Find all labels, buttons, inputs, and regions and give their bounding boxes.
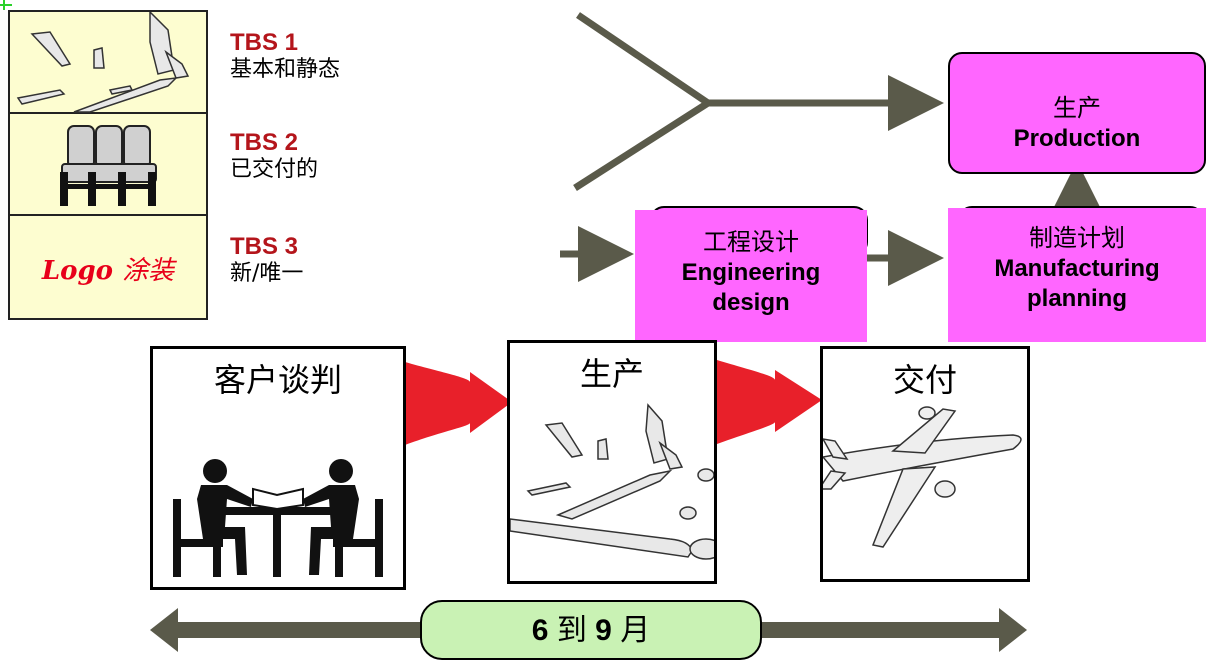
production-en: Production [1013, 125, 1141, 152]
tbs-2-title: TBS 2 [230, 129, 299, 156]
manufacturing-en-line2: planning [1027, 285, 1127, 312]
engineering-cn: 工程设计 [703, 228, 799, 256]
stage-delivery: 交付 [820, 346, 1030, 582]
production-cn: 生产 [1053, 94, 1101, 122]
duration-to: 到 [556, 614, 587, 647]
red-arrow-2 [717, 360, 822, 444]
tbs-3-desc: 新/唯一 [230, 261, 304, 286]
manufacturing-box: 制造计划 Manufacturing planning [948, 208, 1206, 342]
tbs-3-label: TBS 3 新/唯一 [230, 234, 430, 288]
negotiation-icon [173, 459, 383, 577]
seats-icon [60, 125, 157, 206]
stage-production: 生产 [507, 340, 717, 584]
tbs-1-cell [10, 12, 206, 114]
engineering-en-line1: Engineering [681, 259, 821, 286]
stage-negotiation-title: 客户谈判 [213, 361, 342, 399]
airplane-icon [823, 406, 1022, 548]
red-arrow-1 [405, 362, 512, 445]
airplane-parts-icon [16, 12, 190, 113]
corner-mark [0, 0, 12, 10]
stage-production-title: 生产 [579, 355, 644, 393]
tbs-1-desc: 基本和静态 [230, 57, 341, 82]
tbs-panel: Logo 涂装 [8, 10, 208, 320]
logo-livery-label: Logo 涂装 [10, 250, 206, 287]
tbs-2-label: TBS 2 已交付的 [230, 130, 430, 184]
duration-pill: 6 到 9 月 [420, 600, 762, 660]
duration-start: 6 [531, 614, 549, 647]
logo-cn: 涂装 [122, 256, 175, 286]
stage-negotiation: 客户谈判 [150, 346, 406, 590]
manufacturing-cn: 制造计划 [1029, 224, 1125, 252]
tbs-1-title: TBS 1 [230, 29, 299, 56]
tbs-1-label: TBS 1 基本和静态 [230, 30, 430, 84]
tbs-3-title: TBS 3 [230, 233, 299, 260]
production-box: 生产 Production [948, 52, 1206, 174]
stage-delivery-title: 交付 [892, 361, 957, 399]
manufacturing-en-line1: Manufacturing [994, 255, 1160, 282]
merge-arrow [573, 12, 944, 191]
airplane-assembly-icon [510, 403, 714, 560]
tbs-2-desc: 已交付的 [230, 157, 319, 182]
tbs-3-cell: Logo 涂装 [10, 216, 206, 318]
engineering-en-line2: design [712, 289, 790, 316]
tbs-2-cell [10, 114, 206, 216]
duration-end: 9 [595, 614, 612, 647]
logo-word: Logo [41, 256, 114, 286]
engineering-box: 工程设计 Engineering design [635, 210, 867, 342]
duration-unit: 月 [620, 614, 651, 647]
